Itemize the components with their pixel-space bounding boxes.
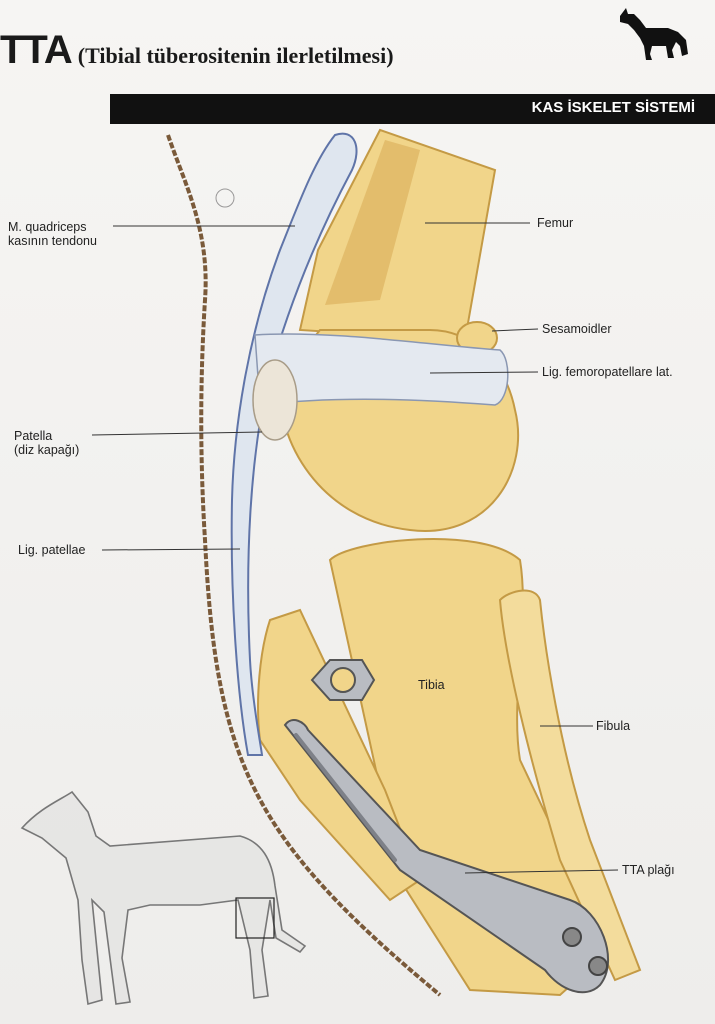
- label-patella-line2: (diz kapağı): [14, 443, 80, 457]
- label-quadriceps: M. quadriceps kasının tendonu: [8, 220, 97, 248]
- marker-circle: [215, 188, 235, 208]
- label-sesamoidler: Sesamoidler: [542, 322, 612, 336]
- title-main: TTA: [0, 28, 73, 72]
- label-lig-patellae: Lig. patellae: [18, 543, 86, 557]
- label-tta-plagi: TTA plağı: [622, 863, 675, 877]
- label-quadriceps-line2: kasının tendonu: [8, 234, 97, 248]
- tta-plate-implant: [283, 719, 610, 994]
- label-femur: Femur: [537, 216, 574, 230]
- femur-shade: [325, 140, 420, 305]
- label-quadriceps-line1: M. quadriceps: [8, 220, 87, 234]
- patella-bone: [252, 359, 298, 441]
- fibula-shape: [498, 589, 642, 982]
- dog-silhouette-icon: [620, 8, 688, 60]
- title-sub: (Tibial tüberositenin ilerletilmesi): [77, 43, 394, 68]
- page-title: TTA(Tibial tüberositenin ilerletilmesi): [0, 28, 394, 73]
- label-patella-line1: Patella: [14, 429, 53, 443]
- tta-cage-implant: [310, 659, 376, 701]
- dog-skeleton-icon: [20, 790, 307, 1006]
- skin-outline: [166, 134, 442, 997]
- section-band: KAS İSKELET SİSTEMİ: [110, 94, 715, 124]
- label-patella: Patella (diz kapağı): [14, 429, 79, 457]
- femoropatellar-ligament: [254, 333, 509, 406]
- section-label: KAS İSKELET SİSTEMİ: [531, 99, 695, 116]
- leader-lines: [91, 222, 619, 874]
- tibia-main: [328, 538, 612, 997]
- label-lig-femoropatellare: Lig. femoropatellare lat.: [542, 365, 673, 379]
- label-tibia: Tibia: [418, 678, 445, 692]
- patellar-ligament: [230, 132, 358, 756]
- label-fibula: Fibula: [596, 719, 631, 733]
